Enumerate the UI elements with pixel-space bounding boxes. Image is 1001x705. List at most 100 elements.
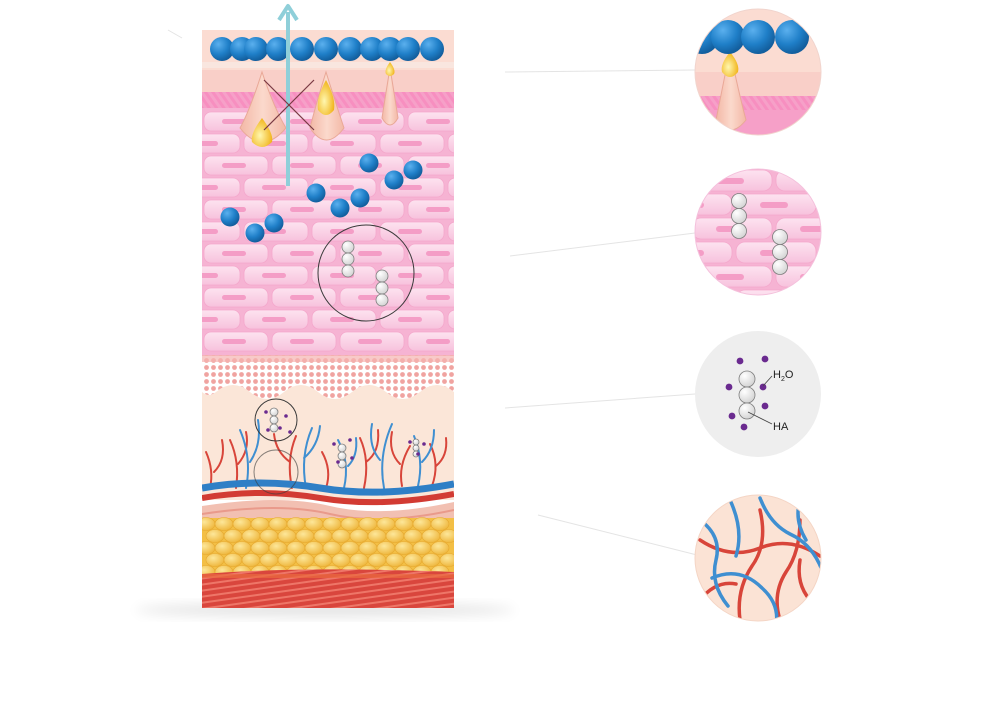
fat-cell — [385, 529, 405, 543]
epidermis-cell — [447, 133, 454, 154]
epidermis-cell — [695, 289, 733, 295]
cell-nucleus — [290, 251, 314, 256]
ha-bead — [738, 402, 756, 420]
ha-bead — [772, 229, 788, 245]
fat-cell — [313, 529, 333, 543]
droplet-icon — [251, 118, 273, 147]
fat-cell — [304, 541, 324, 555]
red-capillary — [321, 451, 330, 489]
water-dot — [288, 430, 292, 434]
cell-nucleus — [426, 251, 450, 256]
water-dot — [416, 452, 420, 456]
blue-molecule — [290, 37, 314, 61]
cell-nucleus — [426, 339, 450, 344]
cell-nucleus — [222, 251, 246, 256]
fat-cell — [214, 541, 234, 555]
muscle-layer — [202, 574, 454, 578]
zoom-circle-vessels — [695, 495, 821, 621]
droplet-icon — [317, 80, 335, 115]
cell-nucleus — [844, 298, 872, 304]
fat-cell — [376, 541, 396, 555]
cell-nucleus — [466, 229, 490, 234]
cell-nucleus — [202, 141, 218, 146]
cell-nucleus — [466, 141, 490, 146]
fat-cell — [286, 541, 306, 555]
cell-nucleus — [262, 185, 286, 190]
ha-bead — [731, 208, 747, 224]
fat-cell — [322, 517, 342, 531]
epidermis-cell — [202, 265, 241, 286]
cell-nucleus — [222, 119, 246, 124]
blue-molecule — [266, 37, 290, 61]
fat-cell — [268, 541, 288, 555]
fat-cell — [394, 541, 414, 555]
fat-cell — [358, 517, 378, 531]
fat-cell — [295, 553, 315, 567]
ha-bead — [731, 193, 747, 209]
zoom-molecule-group — [725, 355, 769, 431]
fat-cell — [202, 517, 216, 531]
cell-nucleus — [844, 250, 872, 256]
cell-nucleus — [466, 273, 490, 278]
blue-molecule — [396, 37, 420, 61]
water-dot — [336, 460, 340, 464]
dermis-vessel-ring — [253, 449, 299, 495]
blue-vessel — [698, 518, 730, 608]
penetrating-blue-molecules — [220, 153, 423, 243]
ha-bead — [772, 244, 788, 260]
fat-cell — [232, 517, 252, 531]
fat-cells — [202, 517, 454, 579]
blue-molecule — [314, 37, 338, 61]
zoom-circle-molecular: H2O HA — [695, 331, 821, 457]
fat-cell — [214, 517, 234, 531]
fat-cell — [259, 529, 279, 543]
epidermis-cell — [447, 221, 454, 242]
cell-nucleus — [398, 185, 422, 190]
leader-lines — [167, 29, 698, 556]
h2o-label-pointer — [762, 375, 773, 387]
cell-nucleus — [844, 202, 872, 208]
zoom-circle-surface — [695, 9, 821, 135]
cell-nucleus — [202, 273, 218, 278]
fat-cell — [412, 541, 432, 555]
ha-bead — [772, 259, 788, 275]
fat-cell — [367, 553, 387, 567]
blue-molecule — [360, 37, 384, 61]
blue-molecule — [245, 223, 265, 243]
skin-cross-section — [202, 30, 490, 608]
cell-nucleus — [358, 251, 382, 256]
cell-nucleus — [800, 226, 821, 232]
blue-molecule — [350, 188, 370, 208]
ha-bead — [269, 423, 279, 433]
ha-bead — [375, 269, 389, 283]
fat-cell — [241, 529, 261, 543]
fat-cell — [286, 517, 306, 531]
ha-bead — [375, 293, 389, 307]
blue-molecule — [378, 37, 402, 61]
ha-label: HA — [773, 421, 789, 433]
fat-cell — [439, 529, 454, 543]
epidermis-cell — [202, 221, 241, 242]
cell-nucleus — [262, 273, 286, 278]
blue-molecule — [775, 20, 809, 54]
water-dot — [278, 426, 282, 430]
cell-nucleus — [426, 163, 450, 168]
water-dot — [408, 440, 412, 444]
epidermis-cell — [735, 289, 817, 295]
cell-nucleus — [202, 317, 218, 322]
ha-bead — [412, 444, 420, 452]
fat-cell — [421, 553, 441, 567]
fat-cell — [250, 541, 270, 555]
blue-capillary — [370, 423, 393, 489]
fat-cell — [430, 517, 450, 531]
ha-bead — [341, 264, 355, 278]
fat-cell — [439, 553, 454, 567]
blue-vessel — [728, 498, 741, 558]
cell-nucleus — [290, 339, 314, 344]
blue-vessel — [758, 496, 821, 572]
epidermis-cell — [819, 241, 821, 264]
cell-nucleus — [426, 119, 450, 124]
cell-nucleus — [290, 163, 314, 168]
fat-cell — [403, 553, 423, 567]
fat-cell — [376, 517, 396, 531]
